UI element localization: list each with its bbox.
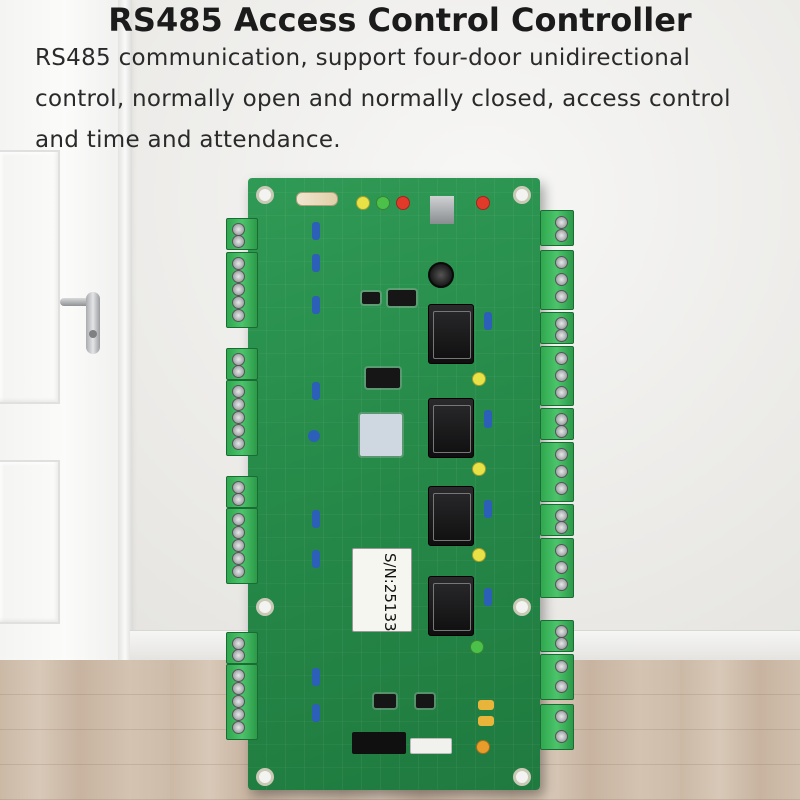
- ic-chip: [416, 694, 434, 708]
- led-power: [476, 196, 490, 210]
- capacitor: [312, 254, 320, 272]
- capacitor: [484, 588, 492, 606]
- relay-led: [472, 462, 486, 476]
- terminal-block-left: [226, 348, 258, 380]
- ic-chip: [366, 368, 400, 388]
- relay: [428, 486, 474, 546]
- capacitor: [312, 550, 320, 568]
- capacitor: [308, 430, 320, 442]
- door-handle: [60, 298, 96, 306]
- led-cpu: [376, 196, 390, 210]
- capacitor: [484, 312, 492, 330]
- terminal-block-right: [540, 654, 574, 700]
- mounting-hole: [256, 598, 274, 616]
- door-frame: [118, 0, 132, 670]
- white-connector: [410, 738, 452, 754]
- terminal-block-left: [226, 380, 258, 456]
- electrolytic-capacitor: [428, 262, 454, 288]
- rx-led: [470, 640, 484, 654]
- relay: [428, 576, 474, 636]
- led-err: [396, 196, 410, 210]
- terminal-block-right: [540, 504, 574, 536]
- door-panel-upper: [0, 150, 60, 404]
- terminal-block-left: [226, 218, 258, 250]
- mounting-hole: [513, 598, 531, 616]
- terminal-block-right: [540, 442, 574, 502]
- terminal-block-right: [540, 704, 574, 750]
- led-card: [356, 196, 370, 210]
- terminal-block-left: [226, 252, 258, 328]
- terminal-block-left: [226, 508, 258, 584]
- serial-number-text: S/N:25133: [381, 553, 399, 632]
- relay: [428, 304, 474, 364]
- capacitor: [312, 704, 320, 722]
- terminal-block-left: [226, 476, 258, 508]
- door-panel-lower: [0, 460, 60, 624]
- ic-chip: [388, 290, 416, 306]
- voltage-regulator: [430, 196, 454, 224]
- relay-led: [472, 372, 486, 386]
- terminal-block-right: [540, 620, 574, 652]
- terminal-block-right: [540, 210, 574, 246]
- product-title: RS485 Access Control Controller: [108, 1, 692, 39]
- mounting-hole: [256, 768, 274, 786]
- door-lock: [89, 330, 97, 338]
- power-resistor: [296, 192, 338, 206]
- capacitor: [312, 222, 320, 240]
- controller-board: [248, 178, 540, 790]
- door-handle-plate: [86, 292, 100, 354]
- capacitor: [312, 296, 320, 314]
- terminal-block-right: [540, 408, 574, 440]
- mounting-hole: [513, 768, 531, 786]
- door: [0, 0, 130, 670]
- ic-chip: [374, 694, 396, 708]
- crystal: [478, 716, 494, 726]
- terminal-block-right: [540, 538, 574, 598]
- mounting-hole: [256, 186, 274, 204]
- relay: [428, 398, 474, 458]
- relay-led: [472, 548, 486, 562]
- capacitor: [312, 510, 320, 528]
- mounting-hole: [513, 186, 531, 204]
- tx-led: [476, 740, 490, 754]
- terminal-block-left: [226, 664, 258, 740]
- serial-number-label: S/N:25133: [352, 548, 412, 632]
- capacitor: [484, 500, 492, 518]
- capacitor: [484, 410, 492, 428]
- terminal-block-right: [540, 346, 574, 406]
- microcontroller: [360, 414, 402, 456]
- crystal: [478, 700, 494, 710]
- capacitor: [312, 382, 320, 400]
- pin-header: [352, 732, 406, 754]
- ic-chip: [362, 292, 380, 304]
- terminal-block-left: [226, 632, 258, 664]
- terminal-block-right: [540, 250, 574, 310]
- capacitor: [312, 668, 320, 686]
- product-description: RS485 communication, support four-door u…: [35, 45, 731, 153]
- terminal-block-right: [540, 312, 574, 344]
